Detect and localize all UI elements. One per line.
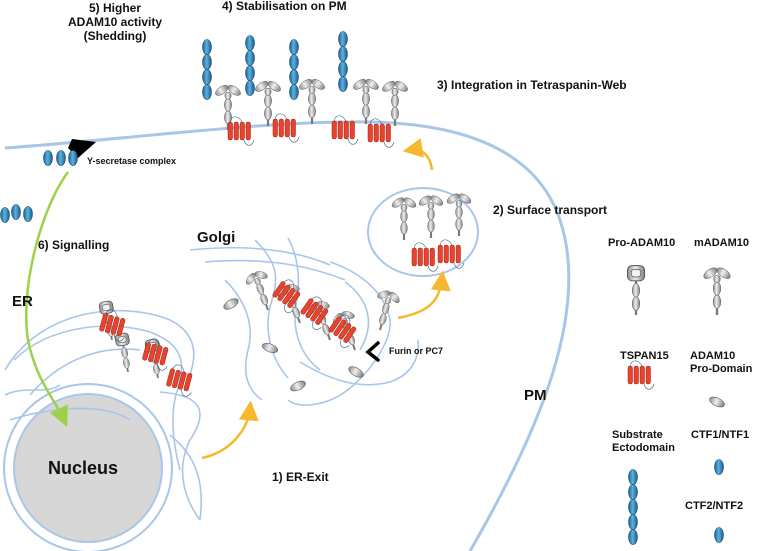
legend-substrate: Substrate Ectodomain xyxy=(612,429,675,454)
substrate-ectodomain xyxy=(245,35,255,96)
gamma-secretase-label: Y-secretase complex xyxy=(87,156,177,166)
madam10 xyxy=(446,193,472,236)
tspan15 xyxy=(166,364,193,397)
step5-line2: ADAM10 activity xyxy=(67,14,163,29)
nucleus xyxy=(13,393,163,543)
legend-ctf2: CTF2/NTF2 xyxy=(685,500,744,512)
tspan15 xyxy=(627,360,655,390)
tspan15 xyxy=(99,309,126,342)
legend-pro-adam10: Pro-ADAM10 xyxy=(608,237,676,249)
tspan15 xyxy=(142,338,169,371)
substrate-ectodomain xyxy=(0,207,10,223)
tspan15 xyxy=(328,314,357,348)
pm-label: PM xyxy=(524,387,547,404)
madam10 xyxy=(391,197,417,240)
substrate-ectodomain xyxy=(43,150,53,166)
madam10 xyxy=(353,79,379,124)
substrate-ectodomain xyxy=(714,459,724,475)
madam10 xyxy=(703,267,731,315)
legend-prodomain: ADAM10 Pro-Domain xyxy=(690,350,752,375)
step2-label: 2) Surface transport xyxy=(493,203,608,217)
legend-tspan15: TSPAN15 xyxy=(620,350,669,362)
step5-line3: (Shedding) xyxy=(83,28,147,43)
tspan15 xyxy=(331,115,359,145)
plasma-membrane xyxy=(4,120,571,551)
adam10-prodomain xyxy=(290,380,306,392)
adam10-prodomain xyxy=(262,343,278,353)
substrate-ectodomain xyxy=(289,39,299,100)
substrate-ectodomain xyxy=(714,527,724,543)
er-label: ER xyxy=(12,293,33,310)
tspan15 xyxy=(300,296,329,330)
pro-adam10 xyxy=(114,332,130,373)
transport-vesicle xyxy=(367,187,479,277)
legend-prodomain-line1: ADAM10 xyxy=(690,350,736,362)
tspan15 xyxy=(411,242,439,272)
legend-substrate-line2: Ectodomain xyxy=(612,441,675,454)
tspan15 xyxy=(367,118,395,148)
substrate-ectodomain xyxy=(338,31,348,92)
adam10-prodomain xyxy=(223,298,239,310)
furin-arrow-icon xyxy=(365,341,380,362)
nucleus-envelope xyxy=(3,383,173,551)
step5-label: 5) Higher ADAM10 activity (Shedding) xyxy=(50,1,180,43)
pro-adam10 xyxy=(626,265,646,315)
substrate-ectodomain xyxy=(628,469,638,545)
step3-label: 3) Integration in Tetraspanin-Web xyxy=(437,78,627,92)
molecule-layer xyxy=(0,31,731,545)
madam10 xyxy=(377,290,400,331)
madam10 xyxy=(215,85,241,130)
step6-label: 6) Signalling xyxy=(38,238,110,252)
substrate-ectodomain xyxy=(23,206,33,222)
madam10 xyxy=(382,81,408,126)
nucleus-label: Nucleus xyxy=(48,458,119,478)
tspan15 xyxy=(272,113,300,143)
arrow-signalling xyxy=(24,171,70,427)
step1-label: 1) ER-Exit xyxy=(272,470,329,484)
madam10 xyxy=(245,271,269,311)
tspan15 xyxy=(437,239,465,269)
legend-substrate-line1: Substrate xyxy=(612,429,663,441)
tspan15 xyxy=(272,279,301,313)
substrate-ectodomain xyxy=(11,204,21,220)
arrow-er-exit xyxy=(201,400,259,460)
adam10-prodomain xyxy=(709,396,725,408)
legend-madam10: mADAM10 xyxy=(694,237,750,249)
arrow-golgi-to-vesicle xyxy=(397,270,451,320)
tspan15 xyxy=(227,116,255,146)
golgi-label: Golgi xyxy=(197,229,236,246)
legend-ctf1: CTF1/NTF1 xyxy=(691,429,750,441)
furin-label: Furin or PC7 xyxy=(389,346,444,356)
golgi-membranes xyxy=(189,237,419,406)
step5-line1: 5) Higher xyxy=(88,1,141,15)
substrate-ectodomain xyxy=(202,39,212,100)
substrate-ectodomain xyxy=(68,150,78,166)
step4-label: 4) Stabilisation on PM xyxy=(222,0,347,13)
adam10-prodomain xyxy=(348,366,364,378)
arrow-vesicle-to-pm xyxy=(402,138,434,171)
legend-prodomain-line2: Pro-Domain xyxy=(690,362,753,375)
madam10 xyxy=(299,79,325,124)
madam10 xyxy=(418,195,444,238)
substrate-ectodomain xyxy=(56,150,66,166)
madam10 xyxy=(255,81,281,126)
